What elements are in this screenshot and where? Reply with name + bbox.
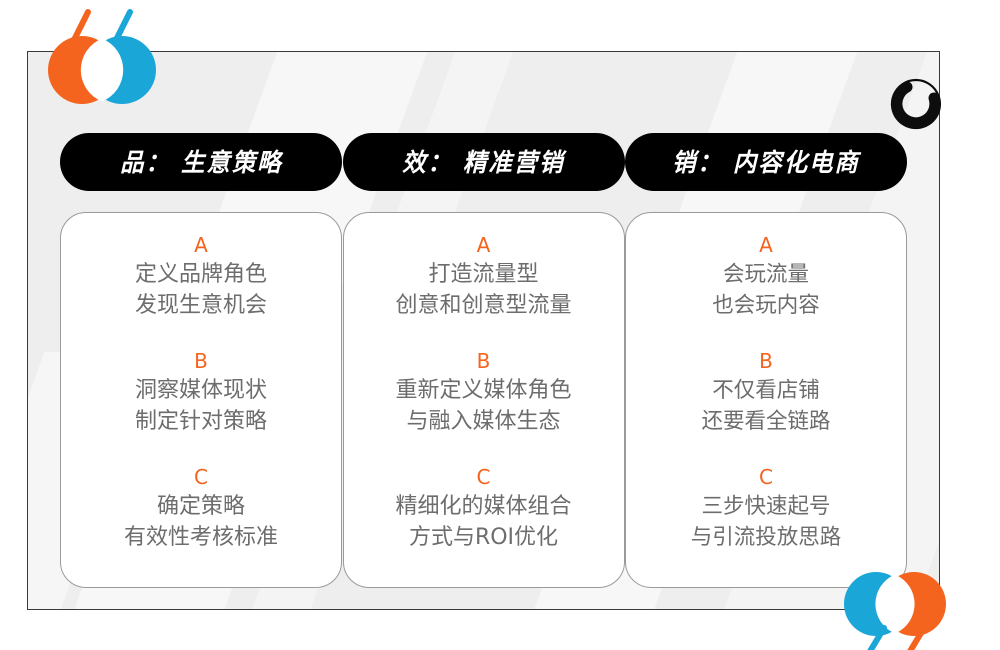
item-letter: A xyxy=(759,233,773,257)
badge-sales[interactable]: 销： 内容化电商 xyxy=(625,133,907,191)
item-line: 精细化的媒体组合 xyxy=(395,494,572,519)
list-item: A 会玩流量 也会玩内容 xyxy=(712,231,820,321)
list-item: C 精细化的媒体组合 方式与ROI优化 xyxy=(395,463,571,553)
item-letter: C xyxy=(194,465,208,489)
item-letter: B xyxy=(194,349,208,373)
item-line: 洞察媒体现状 xyxy=(134,378,267,403)
item-letter: C xyxy=(759,465,773,489)
item-letter: C xyxy=(476,465,491,489)
column-effect: 效： 精准营销 A 打造流量型 创意和创意型流量 B 重新定义媒体角色 与融入媒… xyxy=(342,133,625,610)
item-line: 不仅看店铺 xyxy=(712,378,820,403)
item-line: 与融入媒体生态 xyxy=(406,409,561,434)
item-line: 三步快速起号 xyxy=(701,494,831,519)
item-letter: A xyxy=(194,233,208,257)
item-line: 还要看全链路 xyxy=(701,409,831,434)
column-pin: 品： 生意策略 A 定义品牌角色 发现生意机会 B 洞察媒体现状 制定针对策略 … xyxy=(60,133,342,610)
item-line: 方式与ROI优化 xyxy=(408,525,559,550)
item-line: 重新定义媒体角色 xyxy=(395,378,572,403)
list-item: A 定义品牌角色 发现生意机会 xyxy=(135,231,267,321)
item-line: 发现生意机会 xyxy=(134,293,267,318)
item-line: 确定策略 xyxy=(156,494,245,519)
card-sales: A 会玩流量 也会玩内容 B 不仅看店铺 还要看全链路 C 三步快速起号 与引流… xyxy=(625,212,907,588)
badge-pin[interactable]: 品： 生意策略 xyxy=(60,133,342,191)
item-line: 会玩流量 xyxy=(722,262,809,287)
item-line: 与引流投放思路 xyxy=(690,525,842,550)
close-quote-mark xyxy=(838,570,954,650)
card-effect: A 打造流量型 创意和创意型流量 B 重新定义媒体角色 与融入媒体生态 C 精细… xyxy=(342,212,625,588)
list-item: B 洞察媒体现状 制定针对策略 xyxy=(135,347,267,437)
list-item: A 打造流量型 创意和创意型流量 xyxy=(395,231,571,321)
badge-label: 品： 生意策略 xyxy=(119,147,283,177)
item-line: 也会玩内容 xyxy=(712,293,820,318)
swirl-spiral-logo xyxy=(888,76,944,132)
list-item: B 重新定义媒体角色 与融入媒体生态 xyxy=(395,347,571,437)
item-letter: B xyxy=(759,349,773,373)
list-item: B 不仅看店铺 还要看全链路 xyxy=(701,347,830,437)
badge-label: 销： 内容化电商 xyxy=(672,147,860,177)
open-quote-mark xyxy=(44,4,160,109)
list-item: C 三步快速起号 与引流投放思路 xyxy=(691,463,842,553)
badge-label: 效： 精准营销 xyxy=(402,147,565,177)
column-group: 品： 生意策略 A 定义品牌角色 发现生意机会 B 洞察媒体现状 制定针对策略 … xyxy=(27,51,940,610)
item-line: 创意和创意型流量 xyxy=(395,293,572,318)
item-letter: B xyxy=(476,349,491,373)
card-pin: A 定义品牌角色 发现生意机会 B 洞察媒体现状 制定针对策略 C 确定策略 有… xyxy=(60,212,342,588)
item-line: 定义品牌角色 xyxy=(134,262,267,287)
item-letter: A xyxy=(476,233,491,257)
item-line: 打造流量型 xyxy=(428,262,539,287)
item-line: 制定针对策略 xyxy=(134,409,267,434)
list-item: C 确定策略 有效性考核标准 xyxy=(124,463,278,553)
column-sales: 销： 内容化电商 A 会玩流量 也会玩内容 B 不仅看店铺 还要看全链路 C 三… xyxy=(625,133,907,610)
badge-effect[interactable]: 效： 精准营销 xyxy=(342,133,625,191)
item-line: 有效性考核标准 xyxy=(123,525,278,550)
